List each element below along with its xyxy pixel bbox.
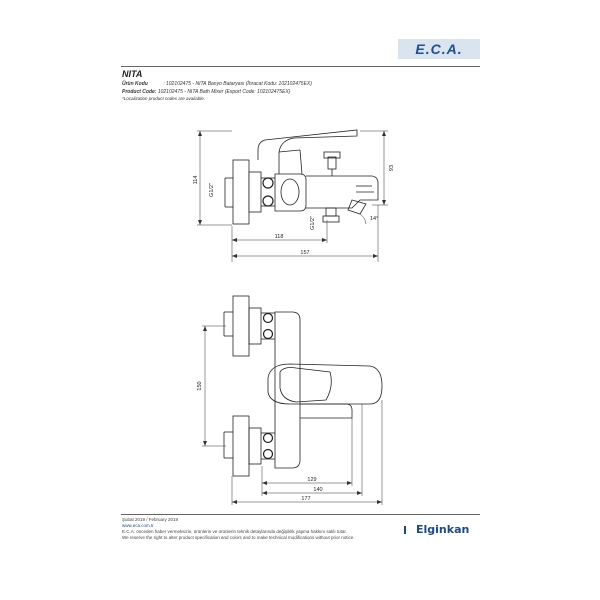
product-code-tr: Ürün Kodu : 102102475 - NITA Banyo Batar… [122, 81, 312, 87]
dim-129: 129 [307, 477, 316, 483]
dim-center-150: 150 [197, 381, 203, 390]
footer-website[interactable]: www.eca.com.tr [122, 523, 154, 528]
dim-outlet-thread: G1/2" [310, 216, 316, 230]
product-code-en-value: 102102475 - NITA Bath Mixer (Export Code… [157, 89, 291, 95]
dim-height-93: 93 [389, 165, 395, 171]
footer-date: Şubat 2019 / February 2019 [122, 517, 179, 522]
product-title: NITA [122, 69, 143, 79]
footer-divider [121, 514, 480, 515]
elginkan-logo-text: Elginkan [416, 523, 470, 536]
elginkan-logo: Elginkan [404, 523, 469, 536]
elginkan-mark-icon [404, 526, 414, 534]
eca-logo-text: E.C.A. [415, 41, 463, 57]
dim-height-114: 114 [193, 176, 199, 185]
product-code-en: Product Code: 102102475 - NITA Bath Mixe… [122, 89, 290, 95]
wall-flange-outline [232, 159, 250, 225]
dim-140: 140 [313, 487, 322, 493]
localization-note: *Localization product codes are availabl… [122, 96, 206, 101]
eca-logo: E.C.A. [398, 39, 480, 59]
dim-angle: 14° [370, 216, 378, 222]
product-code-tr-label: Ürün Kodu [122, 81, 148, 87]
dim-177: 177 [301, 496, 310, 502]
product-code-en-label: Product Code: [122, 89, 157, 95]
footer-disclaimer-en: We reserve the right to alter product sp… [122, 535, 355, 540]
header-divider [121, 66, 480, 67]
dim-depth-118: 118 [275, 234, 284, 240]
dim-depth-157: 157 [300, 250, 309, 256]
footer-disclaimer-tr: E.C.A. önceden haber vermeksizin, ürünle… [122, 529, 347, 534]
product-code-tr-value: : 102102475 - NITA Banyo Bataryası (İhra… [163, 81, 312, 87]
dim-inlet-thread: G1/2" [209, 183, 215, 197]
